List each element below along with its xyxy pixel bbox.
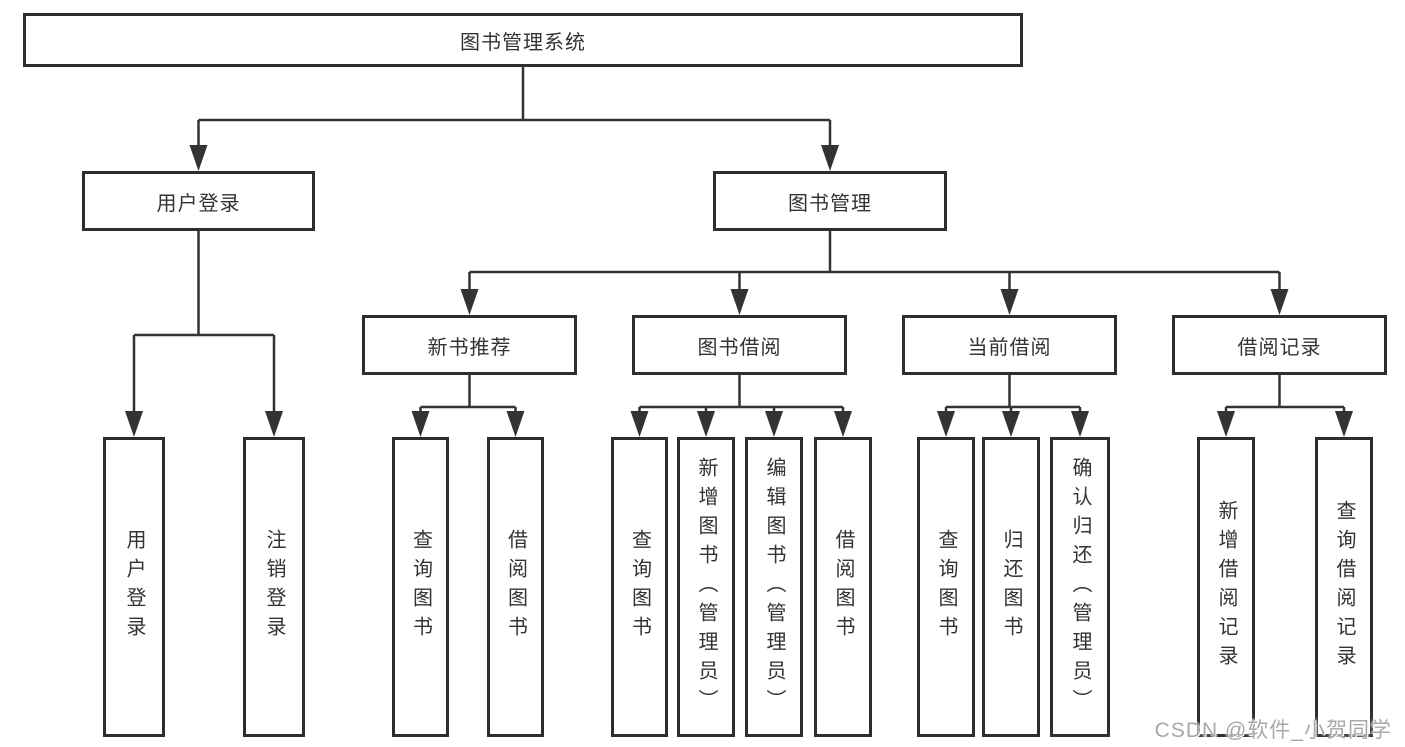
arrow-down-icon xyxy=(765,411,783,437)
csdn-watermark: CSDN @软件_小贺同学 xyxy=(1154,719,1392,742)
node-query-books-label: 查询图书 xyxy=(935,529,957,645)
node-return-books: 归还图书 xyxy=(982,437,1040,737)
arrow-down-icon xyxy=(730,289,749,315)
arrow-down-icon xyxy=(937,411,955,437)
node-logout-label: 注销登录 xyxy=(263,529,285,645)
arrow-down-icon xyxy=(630,411,649,437)
node-add-books-admin: 新增图书（管理员） xyxy=(677,437,735,737)
node-edit-books-admin-label: 编辑图书（管理员） xyxy=(763,456,785,718)
node-borrow-books-label: 借阅图书 xyxy=(504,529,527,645)
node-borrowing-records-label: 借阅记录 xyxy=(1237,336,1322,359)
arrow-down-icon xyxy=(1270,289,1289,315)
node-edit-books-admin: 编辑图书（管理员） xyxy=(745,437,803,737)
arrow-down-icon xyxy=(821,145,839,171)
arrow-down-icon xyxy=(1002,411,1020,437)
node-confirm-return-admin: 确认归还（管理员） xyxy=(1050,437,1110,737)
node-user-login-leaf: 用户登录 xyxy=(103,437,165,737)
node-book-borrowing: 图书借阅 xyxy=(632,315,847,375)
connector-root-split xyxy=(189,67,839,171)
node-book-borrowing-label: 图书借阅 xyxy=(697,336,782,359)
node-book-management-label: 图书管理 xyxy=(788,192,872,215)
connector-borrowing-split xyxy=(630,375,852,437)
arrow-down-icon xyxy=(189,145,208,171)
node-user-login-label: 用户登录 xyxy=(156,192,241,215)
connector-book-mgmt-split xyxy=(460,231,1289,315)
node-borrow-books: 借阅图书 xyxy=(487,437,544,737)
node-query-borrow-record: 查询借阅记录 xyxy=(1315,437,1373,737)
connector-current-split xyxy=(937,375,1089,437)
arrow-down-icon xyxy=(697,411,715,437)
node-query-books-label: 查询图书 xyxy=(409,529,432,645)
node-current-borrowing: 当前借阅 xyxy=(902,315,1117,375)
node-new-book-recommend: 新书推荐 xyxy=(362,315,577,375)
arrow-down-icon xyxy=(1217,411,1235,437)
node-query-books: 查询图书 xyxy=(611,437,668,737)
node-library-system: 图书管理系统 xyxy=(23,13,1023,67)
connector-user-login-split xyxy=(125,231,283,437)
arrow-down-icon xyxy=(1071,411,1089,437)
node-add-books-admin-label: 新增图书（管理员） xyxy=(695,456,717,718)
arrow-down-icon xyxy=(460,289,479,315)
node-return-books-label: 归还图书 xyxy=(1000,529,1022,645)
arrow-down-icon xyxy=(1000,289,1019,315)
connector-new-books-split xyxy=(411,375,525,437)
arrow-down-icon xyxy=(834,411,852,437)
node-query-borrow-record-label: 查询借阅记录 xyxy=(1333,500,1355,674)
node-borrow-books-label: 借阅图书 xyxy=(832,529,854,645)
node-user-login-leaf-label: 用户登录 xyxy=(123,529,145,645)
node-add-borrow-record-label: 新增借阅记录 xyxy=(1215,500,1237,674)
node-confirm-return-admin-label: 确认归还（管理员） xyxy=(1069,456,1091,718)
node-library-system-label: 图书管理系统 xyxy=(460,31,586,54)
node-book-management: 图书管理 xyxy=(713,171,947,231)
node-query-books: 查询图书 xyxy=(917,437,975,737)
arrow-down-icon xyxy=(265,411,283,437)
node-new-book-recommend-label: 新书推荐 xyxy=(427,336,512,359)
node-user-login: 用户登录 xyxy=(82,171,315,231)
arrow-down-icon xyxy=(1335,411,1353,437)
arrow-down-icon xyxy=(411,411,430,437)
arrow-down-icon xyxy=(125,411,143,437)
node-current-borrowing-label: 当前借阅 xyxy=(967,336,1052,359)
connector-records-split xyxy=(1217,375,1353,437)
arrow-down-icon xyxy=(506,411,525,437)
node-logout: 注销登录 xyxy=(243,437,305,737)
node-borrow-books: 借阅图书 xyxy=(814,437,872,737)
node-query-books-label: 查询图书 xyxy=(628,529,651,645)
node-add-borrow-record: 新增借阅记录 xyxy=(1197,437,1255,737)
node-query-books: 查询图书 xyxy=(392,437,449,737)
node-borrowing-records: 借阅记录 xyxy=(1172,315,1387,375)
